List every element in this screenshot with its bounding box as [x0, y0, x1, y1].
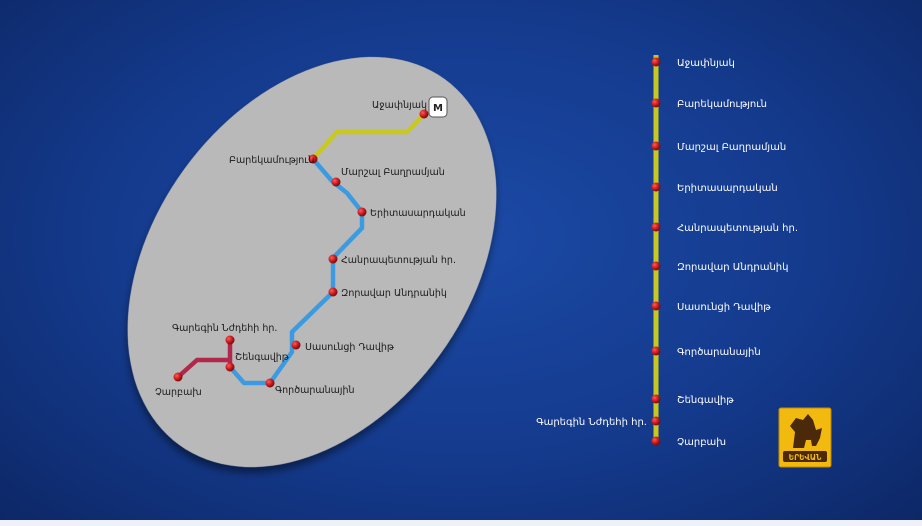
map-station-yeritasardakan[interactable] [357, 207, 367, 217]
map-line-yellow [311, 112, 426, 161]
map-label-gortsaranayin: Գործարանային [275, 385, 355, 396]
map-station-barekamutyun[interactable] [308, 154, 318, 164]
map-label-sasuntsi: Սասունցի Դավիթ [305, 342, 395, 353]
list-station-dot[interactable] [651, 416, 661, 426]
yerevan-logo: ԵՐԵՎԱՆ [778, 407, 832, 468]
map-station-gortsaranayin[interactable] [265, 378, 275, 388]
map-label-shengavit: Շենգավիթ [235, 352, 290, 363]
map-station-marshal[interactable] [331, 177, 341, 187]
map-label-ajapnyak: Աջափնյակ [372, 100, 427, 111]
list-station-dot[interactable] [651, 182, 661, 192]
metro-icon [428, 96, 448, 118]
list-station-dot[interactable] [651, 394, 661, 404]
map-label-zoravar: Զորավար Անդրանիկ [341, 288, 447, 299]
map-station-hanrapetutyan[interactable] [328, 254, 338, 264]
map-label-charbakh: Չարբախ [155, 387, 202, 398]
list-station-dot[interactable] [651, 301, 661, 311]
logo-banner [783, 451, 827, 462]
map-background-ellipse [127, 56, 497, 468]
list-station-label: Հանրապետության հր. [677, 223, 798, 234]
metro-badge: M [428, 96, 448, 118]
map-station-zoravar[interactable] [328, 287, 338, 297]
list-station-label: Երիտասարդական [677, 183, 778, 194]
map-label-barekamutyun: Բարեկամություն [229, 155, 314, 166]
lion-icon [790, 414, 822, 448]
list-station-dot[interactable] [651, 261, 661, 271]
bottom-strip [0, 520, 922, 526]
metro-badge-letter: M [433, 103, 443, 114]
list-station-dot[interactable] [651, 346, 661, 356]
map-label-garegin: Գարեգին Նժդեհի հր. [172, 323, 277, 334]
map-station-sasuntsi[interactable] [291, 340, 301, 350]
list-station-label: Գարեգին Նժդեհի հր. [536, 417, 647, 428]
list-station-label: Շենգավիթ [677, 395, 734, 406]
map-station-charbakh[interactable] [173, 372, 183, 382]
list-station-dot[interactable] [651, 141, 661, 151]
map-line-crimson [176, 357, 230, 379]
map-label-hanrapetutyan: Հանրապետության հր. [341, 255, 456, 266]
map-label-marshal: Մարշալ Բաղրամյան [341, 167, 445, 178]
list-station-label: Գործարանային [677, 347, 761, 358]
map-station-ajapnyak[interactable] [419, 109, 429, 119]
list-station-label: Սասունցի Դավիթ [677, 302, 771, 313]
list-station-dot[interactable] [651, 57, 661, 67]
list-station-dot[interactable] [651, 98, 661, 108]
logo-text: ԵՐԵՎԱՆ [789, 453, 822, 462]
list-station-label: Աջափնյակ [677, 58, 735, 69]
list-station-label: Մարշալ Բաղրամյան [677, 142, 786, 153]
list-station-dot[interactable] [651, 222, 661, 232]
map-station-shengavit[interactable] [225, 362, 235, 372]
map-labels: Աջափնյակ Բարեկամություն Մարշալ Բաղրամյան… [155, 100, 466, 398]
map-label-yeritasardakan: Երիտասարդական [370, 208, 466, 219]
map-station-garegin[interactable] [225, 335, 235, 345]
list-station-dot[interactable] [651, 436, 661, 446]
list-station-label: Զորավար Անդրանիկ [677, 262, 788, 273]
list-station-label: Բարեկամություն [677, 99, 767, 110]
map-stations [173, 109, 429, 388]
list-station-label: Չարբախ [677, 437, 726, 448]
